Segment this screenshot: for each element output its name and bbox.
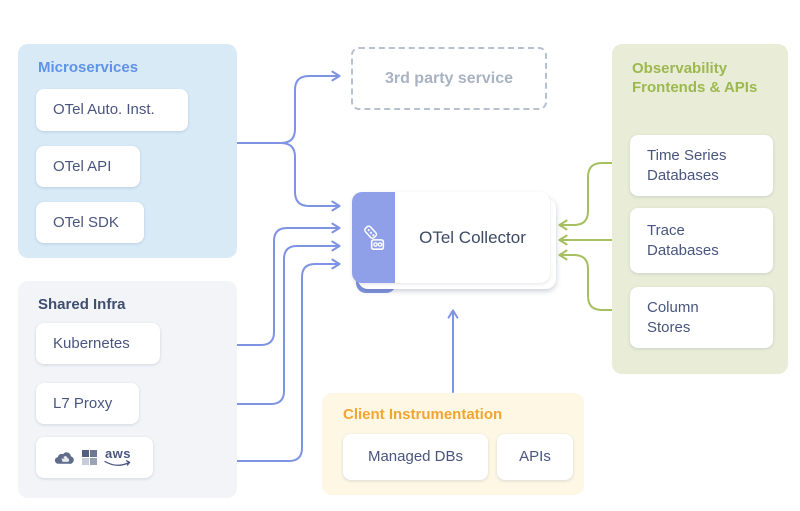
aws-icon: aws xyxy=(104,447,132,468)
cloud-logos-row: aws xyxy=(53,447,132,468)
node-l7-proxy-label: L7 Proxy xyxy=(53,394,113,412)
node-cloud-providers: aws xyxy=(36,437,153,478)
node-third-party-service-label: 3rd party service xyxy=(384,69,514,87)
node-time-series-databases: Time Series Databases xyxy=(630,135,773,196)
node-otel-auto-inst-label: OTel Auto. Inst. xyxy=(53,101,155,119)
node-column-stores: Column Stores xyxy=(630,287,773,348)
node-trace-databases-label: Trace Databases xyxy=(647,222,719,259)
panel-shared-infra: Shared Infra Kubernetes L7 Proxy aw xyxy=(18,281,237,498)
panel-shared-infra-title: Shared Infra xyxy=(38,296,126,313)
microsoft-azure-icon xyxy=(82,450,97,465)
panel-observability-title: Observability Frontends & APIs xyxy=(632,60,758,96)
node-kubernetes: Kubernetes xyxy=(36,323,160,364)
node-otel-api-label: OTel API xyxy=(53,157,112,175)
node-time-series-databases-label: Time Series Databases xyxy=(647,147,727,184)
aws-smile-icon xyxy=(104,460,131,466)
google-cloud-icon xyxy=(54,452,74,464)
arrow-microservices-to-collector xyxy=(280,142,341,212)
arrow-microservices-to-third-party xyxy=(280,70,341,144)
node-managed-dbs-label: Managed DBs xyxy=(367,448,464,466)
panel-microservices: Microservices OTel Auto. Inst. OTel API … xyxy=(18,44,237,258)
node-third-party-service: 3rd party service xyxy=(351,47,547,110)
panel-observability: Observability Frontends & APIs Time Seri… xyxy=(612,44,788,374)
node-otel-auto-inst: OTel Auto. Inst. xyxy=(36,89,188,131)
node-otel-collector: OTel Collector xyxy=(352,192,556,293)
node-kubernetes-label: Kubernetes xyxy=(53,334,130,352)
panel-microservices-title: Microservices xyxy=(38,59,139,76)
otel-telescope-icon xyxy=(363,224,384,250)
node-l7-proxy: L7 Proxy xyxy=(36,383,139,424)
node-otel-collector-label: OTel Collector xyxy=(419,227,526,247)
collector-icon-band xyxy=(352,192,395,283)
node-otel-sdk-label: OTel SDK xyxy=(53,213,119,231)
node-otel-api: OTel API xyxy=(36,146,140,187)
node-apis-label: APIs xyxy=(519,448,551,466)
aws-label: aws xyxy=(104,446,132,461)
node-otel-sdk: OTel SDK xyxy=(36,202,144,243)
node-trace-databases: Trace Databases xyxy=(630,208,773,273)
node-apis: APIs xyxy=(497,434,573,480)
panel-client-instrumentation-title: Client Instrumentation xyxy=(343,406,503,423)
panel-client-instrumentation: Client Instrumentation Managed DBs APIs xyxy=(322,393,584,495)
node-managed-dbs: Managed DBs xyxy=(343,434,488,480)
node-column-stores-label: Column Stores xyxy=(647,299,699,336)
